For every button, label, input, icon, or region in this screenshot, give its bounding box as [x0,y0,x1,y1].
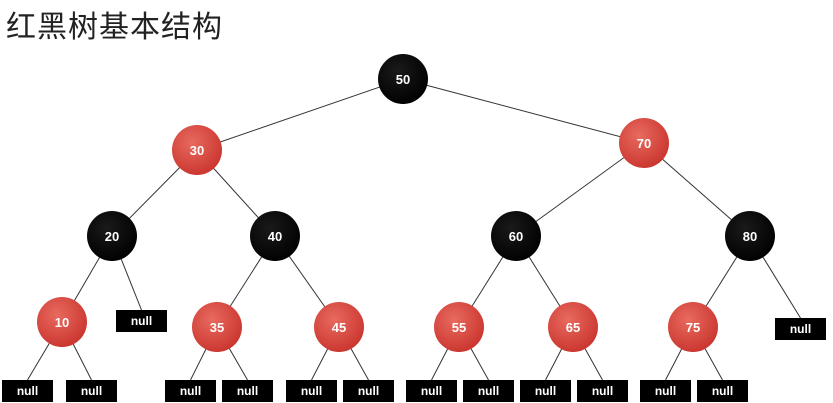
null-leaf-box [116,310,167,332]
null-leaf: null [222,380,273,402]
node-value-label: 10 [55,315,69,330]
null-leaf-box [2,380,53,402]
black-node-circle [87,211,137,261]
tree-node-60: 60 [491,211,541,261]
null-leaf-box [775,318,826,340]
null-leaf: null [286,380,337,402]
tree-node-30: 30 [172,125,222,175]
red-node-circle [619,118,669,168]
tree-node-35: 35 [192,302,242,352]
null-leaf: null [116,310,167,332]
null-leaf-label: null [131,314,152,328]
red-node-circle [314,302,364,352]
node-value-label: 65 [566,320,580,335]
node-value-label: 30 [190,143,204,158]
node-value-label: 80 [743,229,757,244]
edge-n50-n30 [196,78,404,151]
null-leaf-label: null [592,384,613,398]
null-leaf-box [165,380,216,402]
node-value-label: 20 [105,229,119,244]
null-leaf-label: null [358,384,379,398]
red-node-circle [548,302,598,352]
null-leaf-label: null [237,384,258,398]
null-leaf-label: null [790,322,811,336]
tree-node-65: 65 [548,302,598,352]
black-node-circle [378,54,428,104]
null-leaf-box [640,380,691,402]
tree-node-40: 40 [250,211,300,261]
red-node-circle [192,302,242,352]
null-leaf-box [66,380,117,402]
red-node-circle [668,302,718,352]
tree-node-70: 70 [619,118,669,168]
black-node-circle [491,211,541,261]
null-leaf-label: null [655,384,676,398]
null-leaf-box [406,380,457,402]
red-node-circle [172,125,222,175]
black-node-circle [725,211,775,261]
null-leaf-box [463,380,514,402]
null-leaf: null [577,380,628,402]
null-leaf: null [2,380,53,402]
null-leaves-layer: null null null null null null null null null null… [2,310,826,402]
null-leaf-label: null [535,384,556,398]
tree-node-75: 75 [668,302,718,352]
page-title: 红黑树基本结构 [6,10,223,45]
null-leaf-box [286,380,337,402]
null-leaf-box [343,380,394,402]
tree-node-45: 45 [314,302,364,352]
tree-node-50: 50 [378,54,428,104]
tree-node-80: 80 [725,211,775,261]
null-leaf: null [66,380,117,402]
null-leaf-label: null [478,384,499,398]
black-node-circle [250,211,300,261]
node-value-label: 45 [332,320,346,335]
null-leaf-box [222,380,273,402]
red-node-circle [434,302,484,352]
node-value-label: 60 [509,229,523,244]
null-leaf-label: null [17,384,38,398]
tree-node-55: 55 [434,302,484,352]
node-value-label: 50 [396,72,410,87]
null-leaf-label: null [180,384,201,398]
tree-node-10: 10 [37,297,87,347]
null-leaf-label: null [421,384,442,398]
null-leaf-box [520,380,571,402]
null-leaf: null [775,318,826,340]
null-leaf: null [640,380,691,402]
edge-n70-n60 [515,142,645,237]
null-leaf: null [463,380,514,402]
tree-node-20: 20 [87,211,137,261]
null-leaf: null [406,380,457,402]
null-leaf: null [697,380,748,402]
nodes-layer: 50 30 70 20 40 60 80 10 35 45 55 65 75 [37,54,775,352]
null-leaf-box [577,380,628,402]
null-leaf: null [343,380,394,402]
null-leaf: null [165,380,216,402]
node-value-label: 75 [686,320,700,335]
null-leaf: null [520,380,571,402]
null-leaf-box [697,380,748,402]
null-leaf-label: null [301,384,322,398]
node-value-label: 55 [452,320,466,335]
node-value-label: 40 [268,229,282,244]
null-leaf-label: null [81,384,102,398]
node-value-label: 70 [637,136,651,151]
null-leaf-label: null [712,384,733,398]
node-value-label: 35 [210,320,224,335]
edge-n50-n70 [402,78,645,144]
red-node-circle [37,297,87,347]
